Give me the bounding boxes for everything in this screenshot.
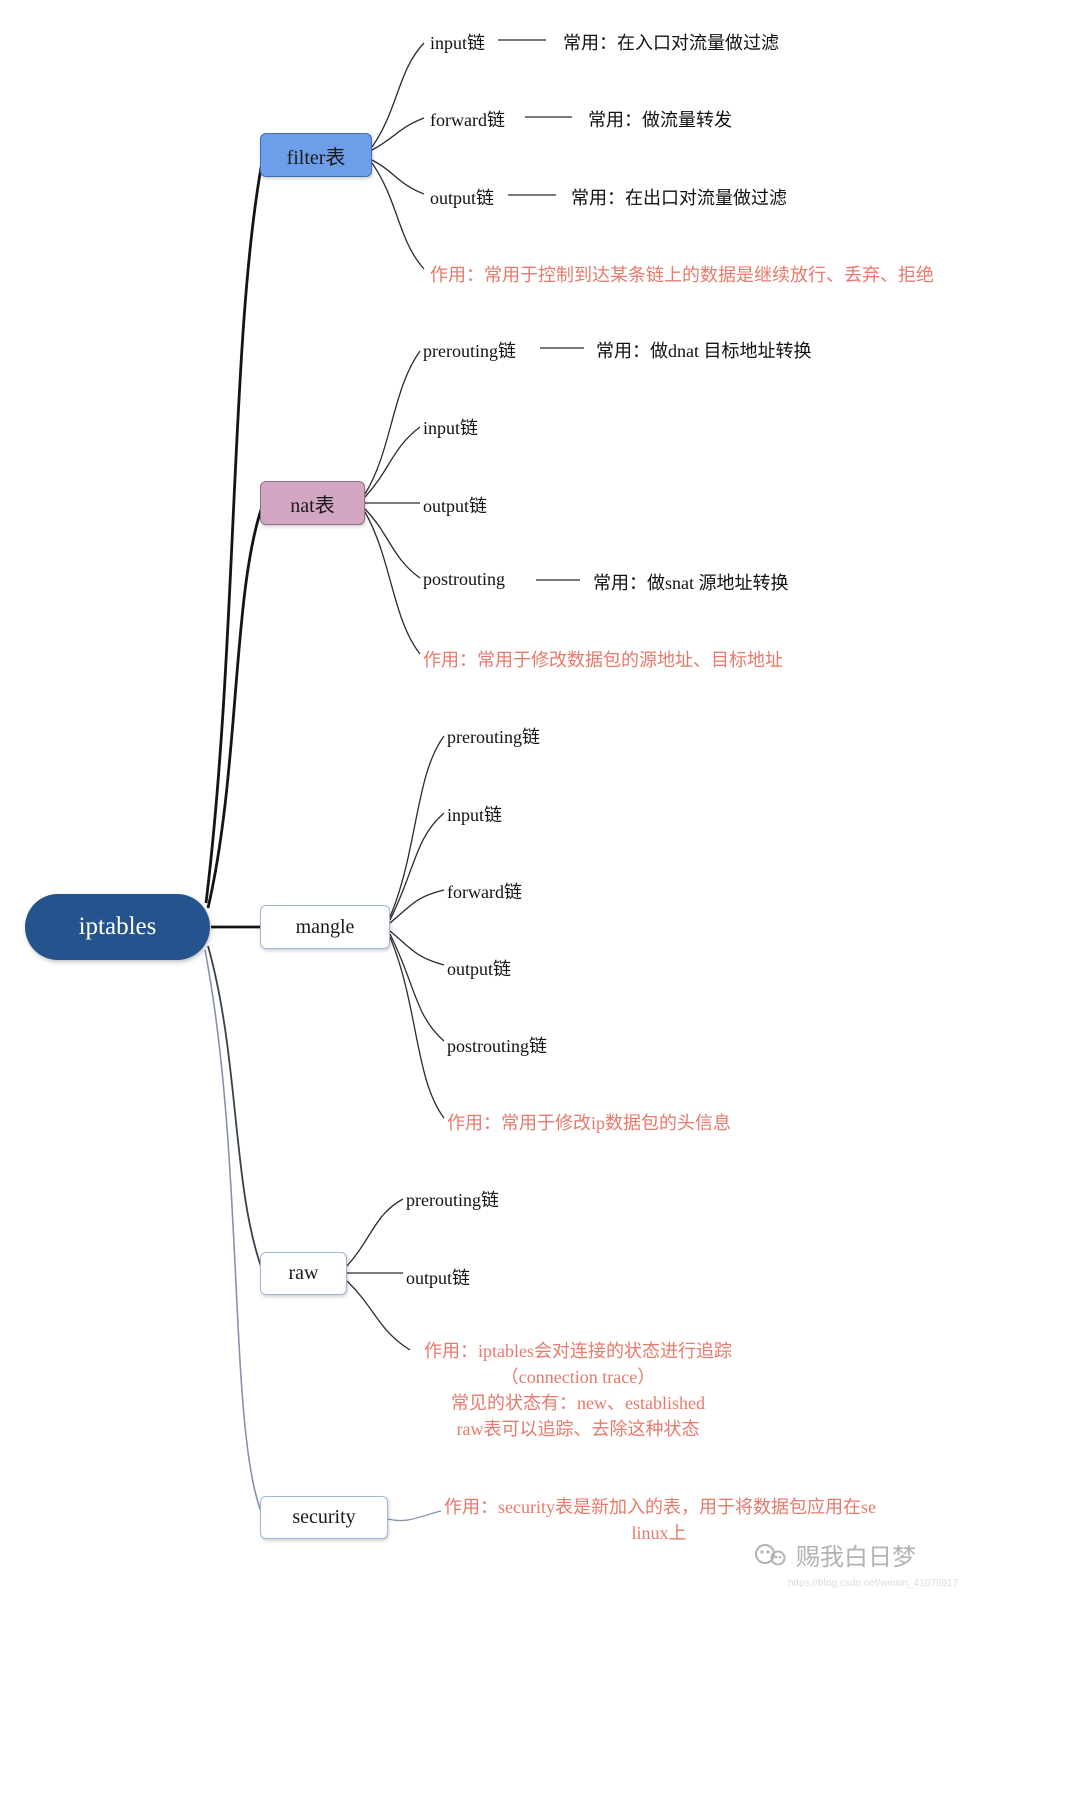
chain-note: 常用：在出口对流量做过滤 [571,188,787,208]
action-line: 作用：iptables会对连接的状态进行追踪 [424,1341,732,1361]
branch-action-security: 作用：security表是新加入的表，用于将数据包应用在se linux上 [444,1494,876,1546]
chain-label: prerouting链 [406,1190,499,1210]
watermark-icon [755,1543,786,1565]
chain-label: postrouting [423,569,506,589]
chain-label: output链 [447,959,512,979]
chain-label: input链 [447,805,503,825]
chain-label: prerouting链 [423,341,516,361]
chain-label: input链 [430,33,486,53]
branch-node-raw: raw [260,1252,347,1295]
action-line: linux上 [631,1523,687,1543]
branch-action-nat: 作用：常用于修改数据包的源地址、目标地址 [423,650,783,670]
action-line: raw表可以追踪、去除这种状态 [456,1419,700,1439]
branch-action-mangle: 作用：常用于修改ip数据包的头信息 [447,1113,731,1133]
action-line: 作用：security表是新加入的表，用于将数据包应用在se [444,1497,876,1517]
watermark-text: 赐我白日梦 [796,1544,916,1571]
branch-action-filter: 作用：常用于控制到达某条链上的数据是继续放行、丢弃、拒绝 [430,265,934,285]
chain-label: output链 [423,496,488,516]
watermark: 赐我白日梦 [752,1537,916,1572]
root-node-iptables: iptables [25,894,210,960]
chain-label: output链 [406,1268,471,1288]
chain-note: 常用：做dnat 目标地址转换 [596,341,812,361]
chain-label: prerouting链 [447,727,540,747]
branch-action-raw: 作用：iptables会对连接的状态进行追踪 （connection trace… [408,1338,748,1442]
branch-node-security: security [260,1496,388,1539]
chain-label: forward链 [447,882,522,902]
branch-node-filter: filter表 [260,133,372,177]
chain-label: input链 [423,418,479,438]
chain-note: 常用：做snat 源地址转换 [593,573,789,593]
branch-node-nat: nat表 [260,481,365,525]
watermark-url: https://blog.csdn.net/weixin_41078917 [788,1578,959,1589]
chain-label: output链 [430,188,495,208]
action-line: （connection trace） [500,1367,656,1387]
chain-label: forward链 [430,110,505,130]
chain-note: 常用：在入口对流量做过滤 [563,33,779,53]
branch-node-mangle: mangle [260,905,390,949]
chain-label: postrouting链 [447,1036,548,1056]
chain-note: 常用：做流量转发 [588,110,732,130]
action-line: 常见的状态有：new、established [451,1393,705,1413]
